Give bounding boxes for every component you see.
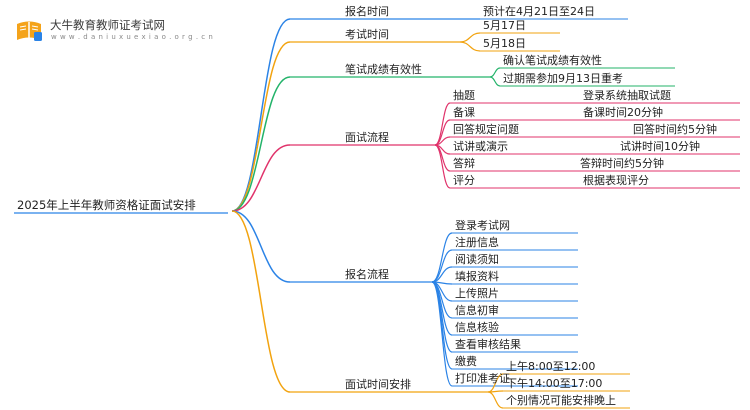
book-icon — [17, 21, 42, 41]
edge-branch-child-4-9 — [431, 281, 453, 387]
detail-topic-3-2: 回答时间约5分钟 — [633, 122, 717, 136]
child-topic-4-1: 注册信息 — [455, 235, 499, 249]
branch-topic-0: 报名时间 — [345, 4, 389, 18]
child-topic-2-0: 确认笔试成绩有效性 — [503, 53, 602, 67]
detail-topic-3-5: 根据表现评分 — [583, 173, 649, 187]
detail-topic-3-3: 试讲时间10分钟 — [620, 139, 700, 153]
edge-branch-child-4-1 — [431, 249, 453, 283]
edge-branch-child-5-2 — [487, 391, 504, 409]
child-topic-1-1: 5月18日 — [483, 37, 526, 50]
branch-topic-1: 考试时间 — [345, 28, 389, 41]
edge-root-branch-4 — [231, 210, 291, 283]
site-logo: 大牛教育教师证考试网 w w w . d a n i u x u e x i a… — [14, 16, 244, 46]
child-topic-3-1: 备课 — [453, 105, 475, 119]
child-topic-4-7: 查看审核结果 — [455, 337, 521, 351]
branch-topic-2: 笔试成绩有效性 — [345, 62, 422, 76]
edge-branch-child-1-0 — [459, 32, 481, 43]
child-topic-3-5: 评分 — [453, 174, 475, 187]
branch-topic-4: 报名流程 — [345, 267, 389, 281]
mindmap-edges — [14, 18, 740, 409]
child-topic-4-3: 填报资料 — [455, 269, 499, 283]
child-topic-3-2: 回答规定问题 — [453, 122, 519, 136]
edge-branch-child-1-1 — [459, 41, 481, 52]
child-topic-4-5: 信息初审 — [455, 303, 499, 317]
edge-branch-child-2-0 — [489, 67, 501, 78]
child-topic-3-0: 抽题 — [453, 88, 475, 102]
child-topic-4-8: 缴费 — [455, 354, 477, 368]
edge-branch-child-2-1 — [489, 76, 501, 87]
logo-url: w w w . d a n i u x u e x i a o . o r g … — [51, 33, 214, 41]
detail-topic-3-1: 备课时间20分钟 — [583, 105, 663, 119]
child-topic-4-2: 阅读须知 — [455, 252, 499, 266]
branch-topic-5: 面试时间安排 — [345, 377, 411, 391]
edge-branch-child-3-5 — [434, 144, 451, 189]
child-topic-5-2: 个别情况可能安排晚上 — [506, 393, 616, 407]
child-topic-0-0: 预计在4月21日至24日 — [483, 5, 595, 18]
edge-root-branch-2 — [231, 76, 291, 212]
detail-topic-3-4: 答辩时间约5分钟 — [580, 156, 664, 170]
edge-root-branch-5 — [231, 210, 291, 393]
child-topic-5-0: 上午8:00至12:00 — [506, 360, 595, 373]
child-topic-3-3: 试讲或演示 — [453, 139, 508, 153]
child-topic-3-4: 答辩 — [453, 156, 475, 170]
child-topic-1-0: 5月17日 — [483, 19, 526, 32]
root-topic: 2025年上半年教师资格证面试安排 — [17, 198, 196, 212]
edge-root-branch-3 — [231, 144, 291, 212]
edge-root-branch-1 — [231, 41, 291, 212]
child-topic-4-6: 信息核验 — [455, 320, 499, 334]
child-topic-5-1: 下午14:00至17:00 — [506, 377, 602, 390]
edge-branch-child-4-8 — [431, 281, 453, 370]
child-topic-4-9: 打印准考证 — [455, 371, 510, 385]
detail-topic-3-0: 登录系统抽取试题 — [583, 88, 671, 102]
logo-title: 大牛教育教师证考试网 — [50, 18, 165, 32]
edge-branch-child-3-0 — [434, 102, 451, 146]
child-topic-4-4: 上传照片 — [455, 287, 499, 300]
child-topic-2-1: 过期需参加9月13日重考 — [503, 71, 623, 85]
child-topic-4-0: 登录考试网 — [455, 218, 510, 232]
branch-topic-3: 面试流程 — [345, 130, 389, 144]
